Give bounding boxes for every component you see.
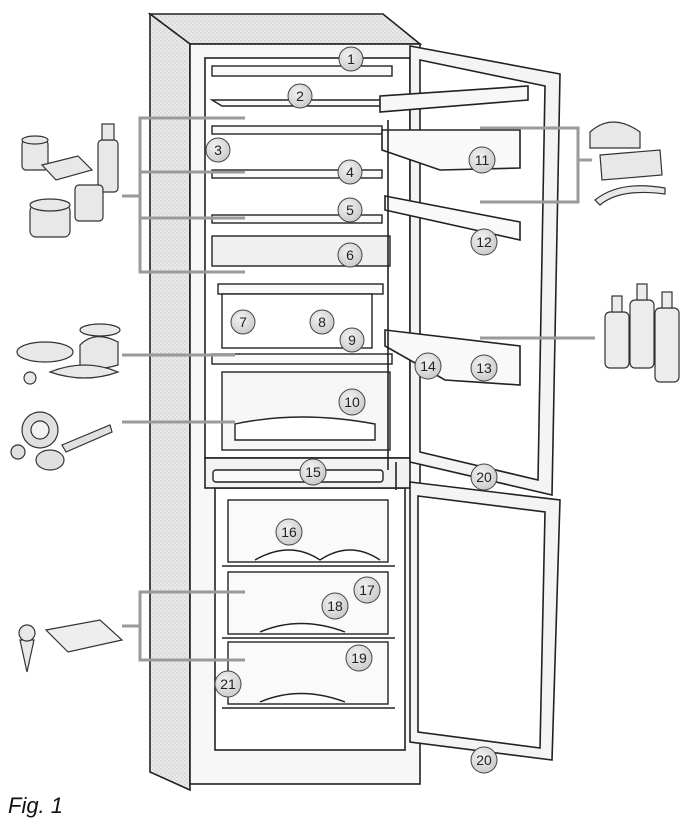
dairy-jars-illustration — [21, 123, 119, 238]
frozen-food-illustration — [18, 619, 124, 673]
callout-3: 3 — [205, 137, 231, 163]
callout-14-label: 14 — [420, 358, 436, 374]
callout-6: 6 — [337, 242, 363, 268]
callout-7: 7 — [230, 309, 256, 335]
meat-fish-illustration — [16, 323, 121, 385]
callout-9-label: 9 — [348, 332, 356, 348]
callout-12: 12 — [470, 228, 498, 256]
callout-4-label: 4 — [346, 164, 354, 180]
callout-18-label: 18 — [327, 598, 343, 614]
callout-1: 1 — [338, 46, 364, 72]
callout-20-upper: 20 — [470, 463, 498, 491]
callout-11: 11 — [468, 146, 496, 174]
callout-1-label: 1 — [347, 51, 355, 67]
callout-18: 18 — [321, 592, 349, 620]
callout-8: 8 — [309, 309, 335, 335]
figure-caption: Fig. 1 — [8, 793, 64, 818]
callout-13-label: 13 — [476, 360, 492, 376]
door-food-illustration — [589, 121, 666, 206]
callout-8-label: 8 — [318, 314, 326, 330]
callout-16-label: 16 — [281, 524, 297, 540]
bottles-illustration — [604, 283, 680, 383]
callout-2: 2 — [287, 83, 313, 109]
callout-11-label: 11 — [475, 152, 490, 168]
callout-20-upper-label: 20 — [476, 469, 492, 485]
freezer-door — [395, 462, 561, 761]
callout-20-lower-label: 20 — [476, 752, 492, 768]
callout-4: 4 — [337, 159, 363, 185]
callout-10-label: 10 — [344, 394, 360, 410]
callout-14: 14 — [414, 352, 442, 380]
callout-19-label: 19 — [351, 650, 367, 666]
callout-17: 17 — [353, 576, 381, 604]
callout-7-label: 7 — [239, 314, 247, 330]
vegetables-illustration — [10, 411, 113, 471]
leader-lines — [122, 116, 595, 662]
callout-17-label: 17 — [359, 582, 375, 598]
fridge-door — [379, 45, 561, 497]
callout-9: 9 — [339, 327, 365, 353]
callout-3-label: 3 — [214, 142, 222, 158]
callout-21: 21 — [214, 670, 242, 698]
callout-15: 15 — [299, 458, 327, 486]
callout-15-label: 15 — [305, 464, 321, 480]
callout-6-label: 6 — [346, 247, 354, 263]
callout-20-lower: 20 — [470, 746, 498, 774]
callout-16: 16 — [275, 518, 303, 546]
callout-5: 5 — [337, 197, 363, 223]
callout-2-label: 2 — [296, 88, 304, 104]
callout-21-label: 21 — [220, 676, 236, 692]
callout-13: 13 — [470, 354, 498, 382]
callout-10: 10 — [338, 388, 366, 416]
callout-19: 19 — [345, 644, 373, 672]
callout-5-label: 5 — [346, 202, 354, 218]
callout-12-label: 12 — [476, 234, 492, 250]
